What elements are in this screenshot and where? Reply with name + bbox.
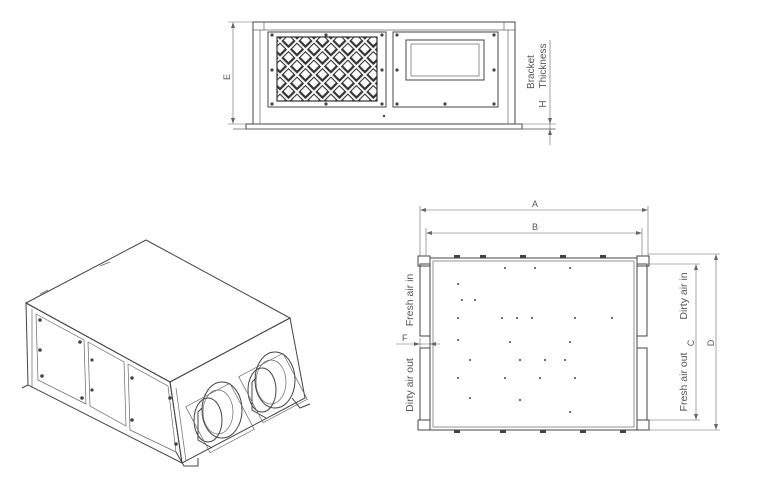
bracket-label: Bracket <box>526 55 537 89</box>
dim-a-label: A <box>532 199 538 209</box>
edge-tabs <box>454 255 626 433</box>
collar-dirty-in <box>636 263 648 337</box>
left-panel-screws <box>270 33 384 106</box>
dim-c-line <box>648 263 700 421</box>
duct-opening <box>405 39 485 81</box>
iso-top-face <box>24 239 292 383</box>
iso-front-face <box>25 302 183 464</box>
collar-fresh-in <box>419 263 431 337</box>
dim-b-line <box>425 228 643 256</box>
top-view-body <box>429 257 638 431</box>
iso-front-panel-left <box>35 313 87 405</box>
bracket-plate <box>245 123 523 130</box>
dim-a-line <box>419 206 649 256</box>
dim-e-label: E <box>222 74 232 80</box>
front-view: E Bracket Thickness H <box>222 21 556 145</box>
left-panel <box>267 31 387 108</box>
iso-duct-right <box>238 351 308 424</box>
dim-b-label: B <box>532 222 538 232</box>
iso-right-face <box>169 317 306 464</box>
collar-dirty-out <box>419 347 431 421</box>
iso-front-screws <box>38 318 178 446</box>
right-panel <box>392 31 499 108</box>
fresh-air-in-label: Fresh air in <box>404 274 416 327</box>
right-panel-screws <box>395 33 496 106</box>
dim-d-label: D <box>706 339 716 346</box>
dim-e-line <box>228 21 253 125</box>
dirty-air-out-label: Dirty air out <box>404 358 416 412</box>
top-view-rivets <box>457 267 613 413</box>
mesh-grille <box>276 36 378 102</box>
fresh-air-out-label: Fresh air out <box>678 352 690 411</box>
top-view: A B C D <box>396 199 720 433</box>
thickness-label: Thickness <box>538 43 549 88</box>
dim-h-label: H <box>538 100 549 107</box>
isometric-view <box>21 239 311 467</box>
dim-f-label: F <box>402 333 408 343</box>
iso-front-panel-mid <box>87 341 127 427</box>
dim-h-line <box>515 40 556 145</box>
dirty-air-in-label: Dirty air in <box>678 272 690 319</box>
dim-f-line <box>396 338 440 350</box>
iso-duct-left <box>185 381 255 454</box>
collar-fresh-out <box>636 347 648 421</box>
dim-c-label: C <box>686 339 696 346</box>
dim-d-line <box>648 253 720 431</box>
